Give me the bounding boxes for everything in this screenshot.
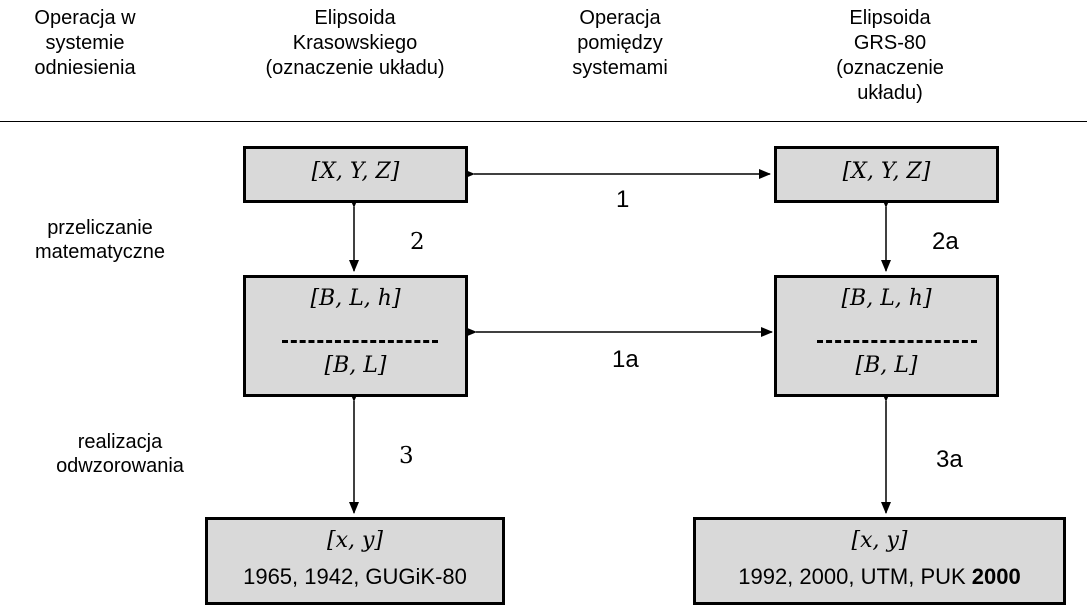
krasowski-systems: 1965, 1942, GUGiK-80 — [243, 564, 467, 589]
label-3: 3 — [399, 443, 414, 469]
header-operation-in-system: Operacja w systemie odniesienia — [34, 7, 136, 79]
label-projection-realization: realizacja odwzorowania — [56, 431, 184, 477]
label-2: 2 — [410, 229, 425, 255]
grs80-blh-text: [B, L, h] — [841, 286, 932, 311]
header-divider — [0, 121, 1087, 122]
label-1: 1 — [616, 186, 630, 213]
grs80-systems-bold: 2000 — [971, 564, 1021, 589]
grs80-divider — [817, 340, 977, 343]
box-grs80-xyz: [X, Y, Z] — [774, 146, 999, 203]
box-krasowski-xy: [x, y] 1965, 1942, GUGiK-80 — [205, 517, 505, 605]
krasowski-xyz-text: [X, Y, Z] — [311, 159, 400, 184]
label-3a: 3a — [936, 446, 963, 473]
label-mathematical-conversion: przeliczanie matematyczne — [34, 217, 166, 263]
krasowski-xy-text: [x, y] — [327, 528, 383, 553]
header-krasowski-ellipsoid: Elipsoida Krasowskiego (oznaczenie układ… — [265, 7, 445, 79]
header-grs80-ellipsoid: Elipsoida GRS-80 (oznaczenie układu) — [836, 7, 944, 104]
box-krasowski-blh: [B, L, h] [B, L] — [243, 275, 468, 397]
grs80-xy-text: [x, y] — [851, 528, 908, 553]
grs80-systems-prefix: 1992, 2000, UTM, PUK — [738, 564, 972, 589]
box-krasowski-xyz: [X, Y, Z] — [243, 146, 468, 203]
label-2a: 2a — [932, 228, 959, 255]
krasowski-bl-text: [B, L] — [324, 353, 387, 378]
header-operation-between-systems: Operacja pomiędzy systemami — [572, 7, 668, 79]
grs80-xyz-text: [X, Y, Z] — [842, 159, 931, 184]
grs80-systems: 1992, 2000, UTM, PUK 2000 — [696, 564, 1063, 590]
label-1a: 1a — [612, 346, 639, 373]
krasowski-blh-text: [B, L, h] — [310, 286, 401, 311]
krasowski-divider — [282, 340, 438, 343]
box-grs80-blh: [B, L, h] [B, L] — [774, 275, 999, 397]
box-grs80-xy: [x, y] 1992, 2000, UTM, PUK 2000 — [693, 517, 1066, 605]
grs80-bl-text: [B, L] — [855, 353, 918, 378]
